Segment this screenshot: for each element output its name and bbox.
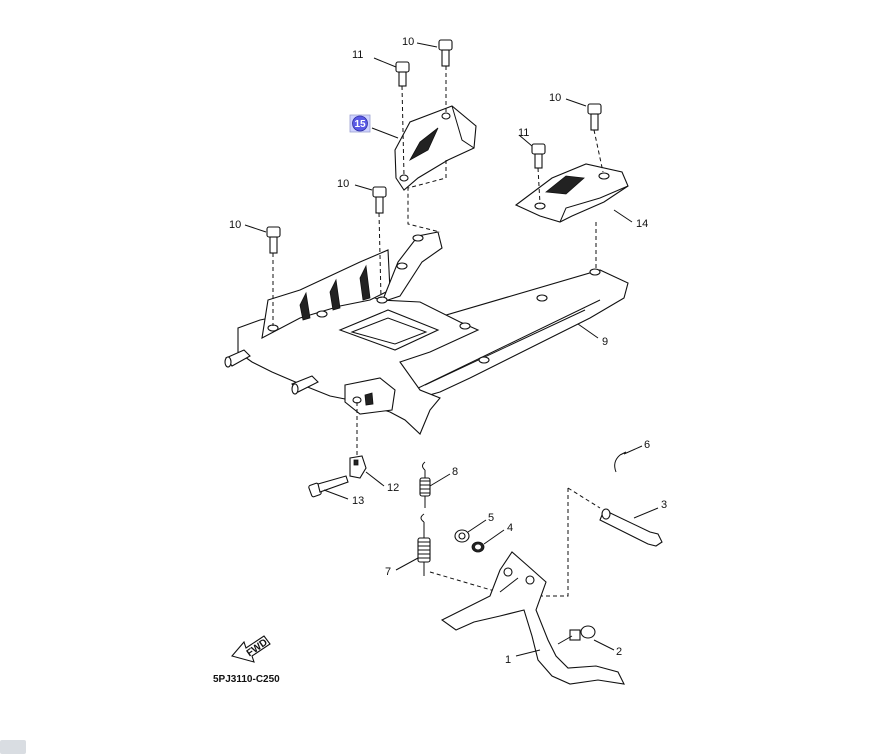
callout-10-left: 10 (229, 219, 241, 231)
spring-part-7 (417, 513, 431, 576)
callout-3: 3 (661, 499, 667, 511)
callout-5: 5 (488, 512, 494, 524)
forward-direction-marker: FWD (231, 635, 271, 663)
cover-bracket-part-15 (394, 105, 477, 191)
callout-2: 2 (616, 646, 622, 658)
shaft-part-3 (599, 508, 663, 547)
clip-part-12 (349, 455, 367, 479)
leader-lines (244, 42, 659, 657)
washer-part-4 (471, 541, 485, 553)
drawing-code: 5PJ3110-C250 (213, 674, 280, 685)
callout-9: 9 (602, 336, 608, 348)
callout-labels: 10 11 10 11 10 10 14 9 12 13 8 7 5 4 6 3… (229, 36, 667, 666)
pin-part-6 (614, 451, 627, 473)
callout-4: 4 (507, 522, 513, 534)
nut-part-5 (454, 529, 470, 543)
spring-part-8 (419, 461, 431, 508)
callout-13: 13 (352, 495, 364, 507)
callout-15-label: 15 (354, 119, 366, 130)
callout-6: 6 (644, 439, 650, 451)
callout-8: 8 (452, 466, 458, 478)
main-stand-part-1 (440, 551, 625, 685)
callout-14: 14 (636, 218, 648, 230)
callout-10-right: 10 (549, 92, 561, 104)
nut-part-2 (557, 625, 596, 645)
main-frame-part-9 (224, 231, 629, 435)
callout-7: 7 (385, 566, 391, 578)
callout-10-top: 10 (402, 36, 414, 48)
callout-11-top: 11 (352, 49, 363, 61)
callout-12: 12 (387, 482, 399, 494)
screw-part-13 (308, 475, 349, 498)
assembly-lines (272, 66, 604, 597)
callout-11-right: 11 (518, 127, 529, 139)
callout-1: 1 (505, 654, 511, 666)
callout-10-middle: 10 (337, 178, 349, 190)
callout-15-highlighted[interactable]: 15 (349, 114, 371, 133)
step-bracket-part-14 (514, 163, 629, 223)
corner-tab (0, 740, 26, 754)
